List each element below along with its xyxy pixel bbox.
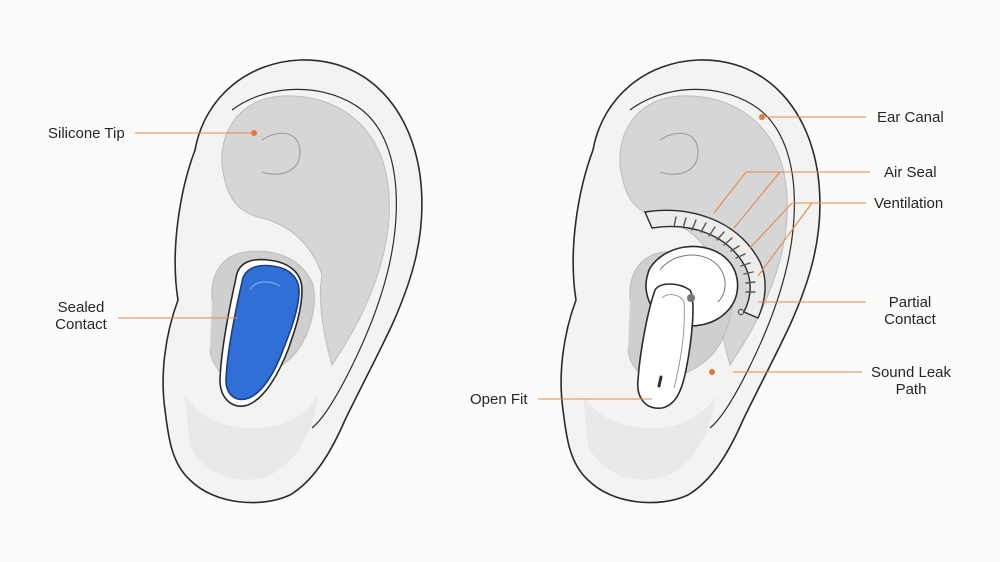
leader-dot-silicone-tip bbox=[251, 130, 257, 136]
label-partial-contact: Partial Contact bbox=[872, 294, 948, 328]
label-sound-leak-line1: Sound Leak bbox=[870, 364, 952, 381]
right-ear-lobe-shade bbox=[583, 395, 716, 480]
label-open-fit: Open Fit bbox=[470, 391, 528, 408]
right-ear-inner-rim bbox=[629, 88, 795, 429]
right-earbud-mic-slot bbox=[657, 375, 663, 388]
left-ear-concha-shade bbox=[221, 95, 390, 367]
right-earbud-stem bbox=[637, 283, 694, 409]
left-silicone-tip-highlight bbox=[249, 281, 281, 291]
leader-dot-sound-leak bbox=[709, 369, 715, 375]
label-ventilation: Ventilation bbox=[874, 195, 944, 212]
ventilation-slots bbox=[673, 216, 756, 293]
label-sound-leak-path: Sound Leak Path bbox=[866, 364, 956, 398]
leader-air-seal-2 bbox=[733, 171, 781, 229]
label-sealed-contact-line1: Sealed bbox=[57, 299, 105, 316]
label-partial-contact-line2: Contact bbox=[884, 311, 936, 328]
label-sealed-contact: Sealed Contact bbox=[50, 299, 112, 333]
right-earbud-head-inner bbox=[659, 254, 726, 303]
right-air-seal-band bbox=[643, 209, 766, 319]
left-ear-lobe-shade bbox=[185, 395, 318, 480]
left-ear bbox=[162, 59, 423, 504]
left-ear-antihelix bbox=[261, 132, 301, 175]
label-silicone-tip: Silicone Tip bbox=[48, 125, 125, 142]
label-ear-canal: Ear Canal bbox=[877, 109, 944, 126]
label-sealed-contact-line2: Contact bbox=[55, 316, 107, 333]
leader-lines bbox=[118, 114, 870, 400]
right-earbud-sensor bbox=[687, 294, 695, 302]
label-partial-contact-line1: Partial bbox=[888, 294, 932, 311]
right-ear-antihelix bbox=[659, 132, 699, 175]
left-silicone-tip bbox=[225, 264, 300, 401]
leader-air-seal-1 bbox=[713, 171, 870, 214]
label-sound-leak-line2: Path bbox=[895, 381, 927, 398]
right-earbud-stem-inner bbox=[661, 294, 685, 389]
right-ear bbox=[560, 59, 821, 504]
leader-ventilation-2 bbox=[757, 202, 813, 277]
leader-ventilation-1 bbox=[749, 202, 866, 249]
label-air-seal: Air Seal bbox=[884, 164, 937, 181]
right-vent-hole bbox=[737, 308, 745, 316]
left-ear-inner-rim bbox=[231, 88, 397, 429]
leader-dot-ear-canal bbox=[759, 114, 765, 120]
